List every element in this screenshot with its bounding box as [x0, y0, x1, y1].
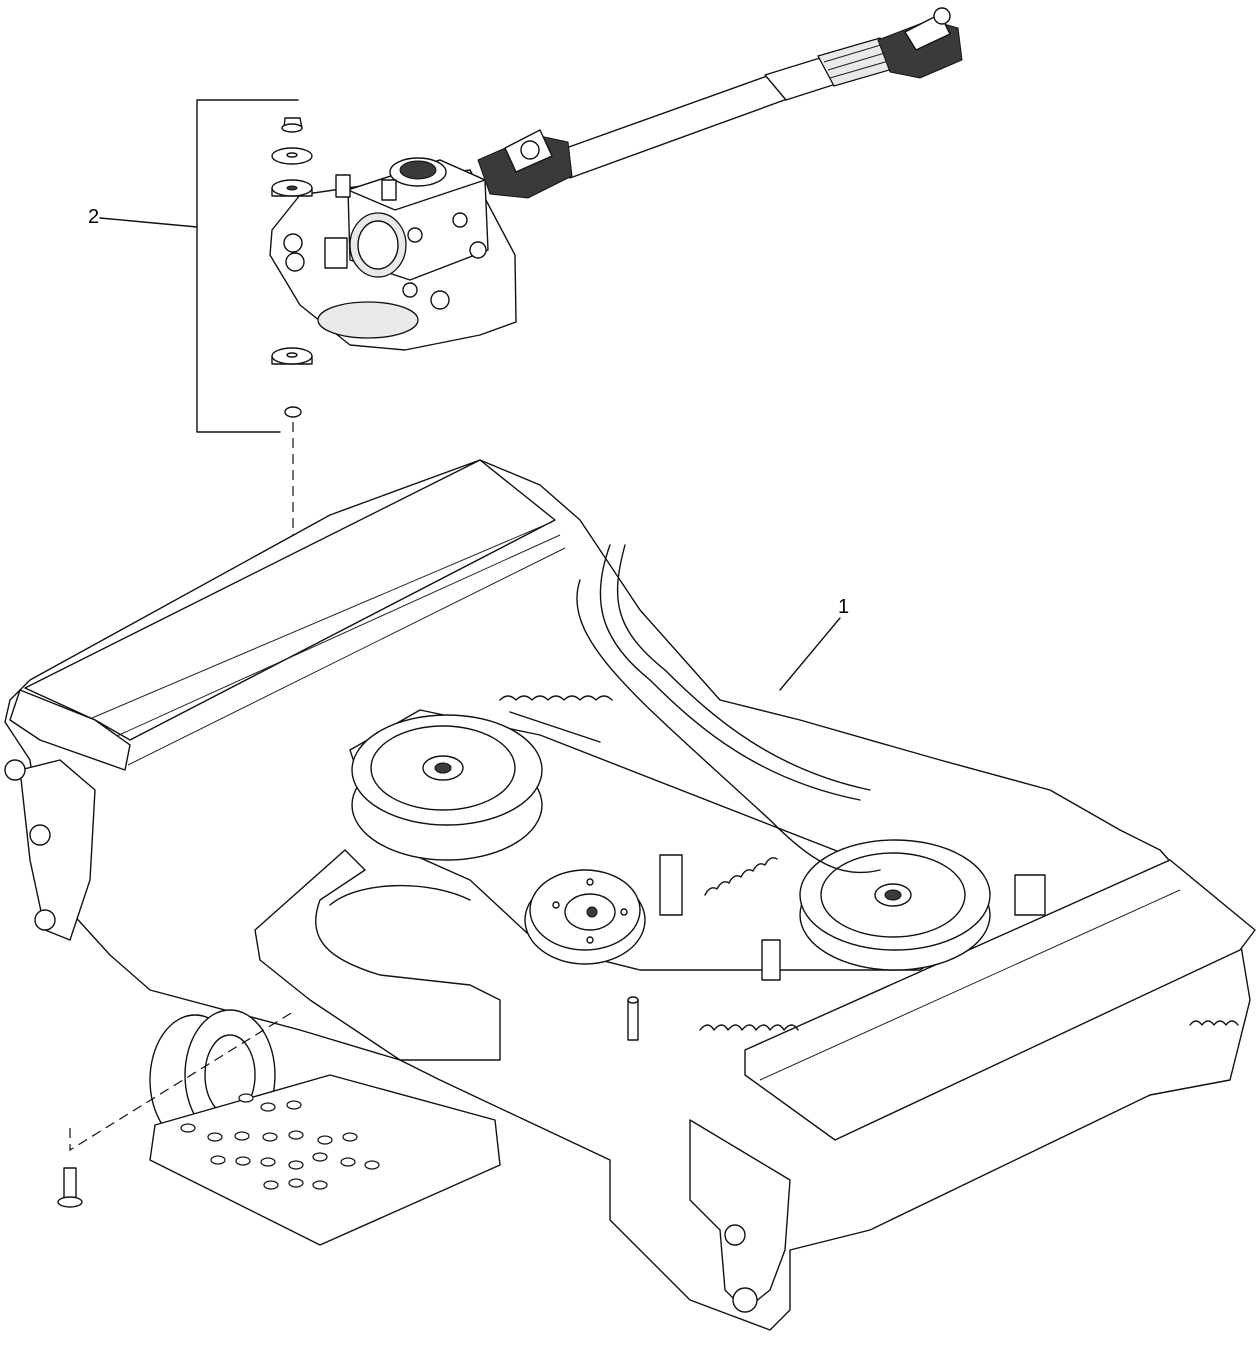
driveshaft [477, 7, 963, 199]
right-spindle-pulley [799, 839, 991, 971]
mount-hardware-stack [271, 117, 313, 418]
gearbox-assembly [99, 7, 963, 433]
step-plate [149, 1074, 501, 1246]
right-belt-cover [744, 859, 1256, 1141]
callout-2-label: 2 [88, 206, 100, 228]
left-spindle-pulley [351, 714, 543, 861]
tension-springs [499, 695, 1239, 1031]
deck-baffle [254, 849, 501, 1061]
mounting-bolt [57, 1009, 297, 1208]
callout-1-leader [779, 617, 841, 691]
gearbox-body [324, 157, 489, 310]
mower-deck [4, 459, 1256, 1331]
left-hinge-bracket [19, 759, 96, 941]
callout-2-bracket [196, 99, 299, 433]
control-cables [599, 544, 861, 801]
idler-pulley [524, 869, 646, 965]
callout-1-label: 1 [838, 596, 850, 618]
